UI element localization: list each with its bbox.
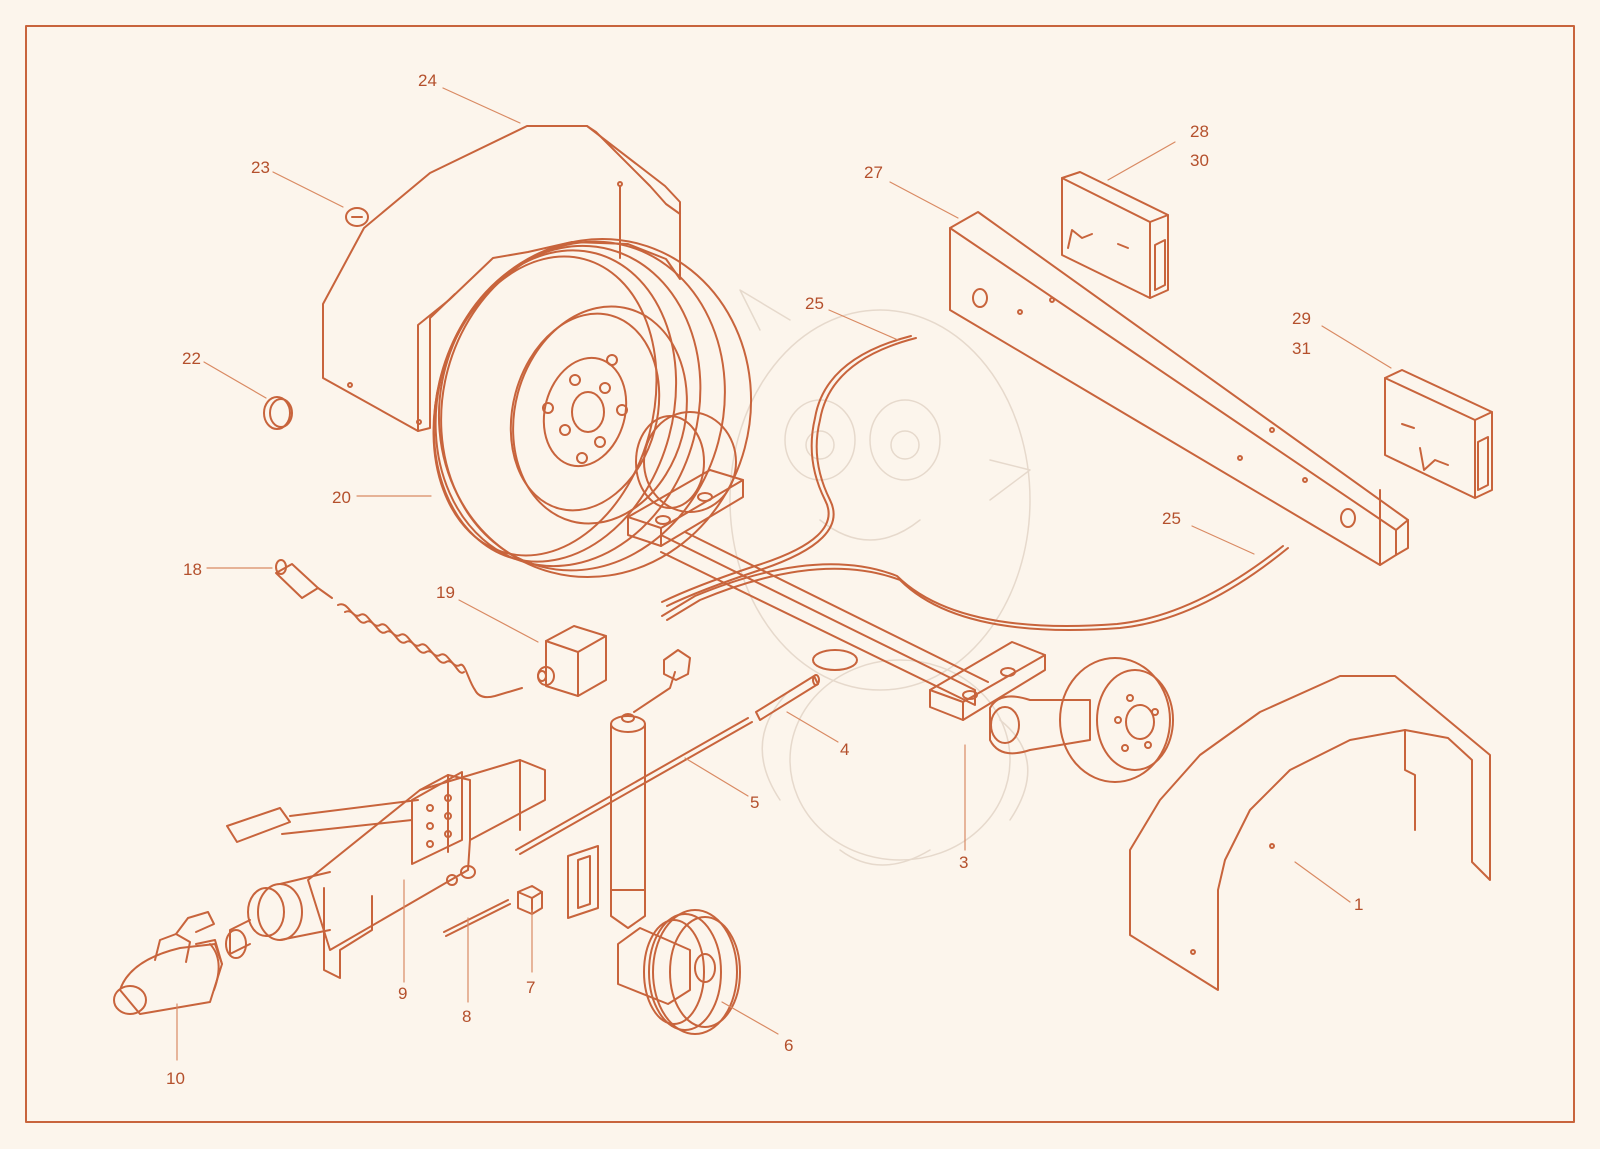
- part-20-wheel: [432, 237, 753, 579]
- part-19-junction-box: [537, 625, 607, 697]
- part-29-rear-light-right: [1384, 369, 1493, 499]
- callout-7: 7: [526, 978, 535, 997]
- callout-5: 5: [750, 793, 759, 812]
- leader-27: [889, 181, 959, 219]
- callout-23: 23: [251, 158, 270, 177]
- part-6-jockey-wheel: [567, 649, 741, 1035]
- leader-29: [1321, 325, 1392, 369]
- leader-22: [203, 361, 267, 399]
- leader-25b: [1191, 525, 1255, 555]
- callout-30: 30: [1190, 151, 1209, 170]
- callout-18: 18: [183, 560, 202, 579]
- callout-24: 24: [418, 71, 437, 90]
- leader-lines: [176, 87, 1392, 1061]
- callout-29: 29: [1292, 309, 1311, 328]
- part-25-cables: [661, 335, 1289, 631]
- callout-9: 9: [398, 984, 407, 1003]
- part-8-pin: [443, 899, 511, 937]
- part-4-tube: [755, 674, 820, 721]
- part-1-mudguard: [1129, 675, 1491, 991]
- part-7-clamp: [517, 885, 543, 915]
- diagram-frame: [25, 25, 1575, 1123]
- callout-19: 19: [436, 583, 455, 602]
- part-22-plug: [263, 396, 293, 430]
- part-10-coupling-head: [113, 911, 223, 1015]
- callout-20: 20: [332, 488, 351, 507]
- part-3-axle: [627, 411, 1174, 783]
- callout-1: 1: [1354, 895, 1363, 914]
- callout-6: 6: [784, 1036, 793, 1055]
- callout-31: 31: [1292, 339, 1311, 358]
- callout-25-top: 25: [805, 294, 824, 313]
- leader-1: [1294, 861, 1351, 903]
- callout-25-bottom: 25: [1162, 509, 1181, 528]
- part-9-drawbar: [225, 759, 546, 979]
- leader-19: [458, 599, 539, 643]
- callout-labels: 24 23 22 20 18 19 25 25 27 28 30 29 31 4…: [166, 71, 1363, 1088]
- callout-22: 22: [182, 349, 201, 368]
- part-23-cap: [345, 207, 369, 227]
- part-27-light-bar: [949, 211, 1409, 566]
- part-5-rod: [515, 717, 753, 855]
- callout-10: 10: [166, 1069, 185, 1088]
- callout-27: 27: [864, 163, 883, 182]
- part-18-cable-plug: [275, 559, 523, 699]
- part-28-rear-light-left: [1061, 171, 1169, 299]
- watermark-mascot: [729, 289, 1031, 866]
- part-24-wheel-guard: [322, 125, 681, 432]
- leader-5: [684, 757, 749, 797]
- leader-6: [721, 1001, 779, 1035]
- callout-8: 8: [462, 1007, 471, 1026]
- leader-23: [272, 171, 344, 208]
- leader-28: [1107, 141, 1176, 181]
- leader-25a: [828, 309, 899, 341]
- callout-28: 28: [1190, 122, 1209, 141]
- callout-3: 3: [959, 853, 968, 872]
- callout-4: 4: [840, 740, 849, 759]
- leader-24: [442, 87, 521, 124]
- leader-4: [786, 711, 839, 743]
